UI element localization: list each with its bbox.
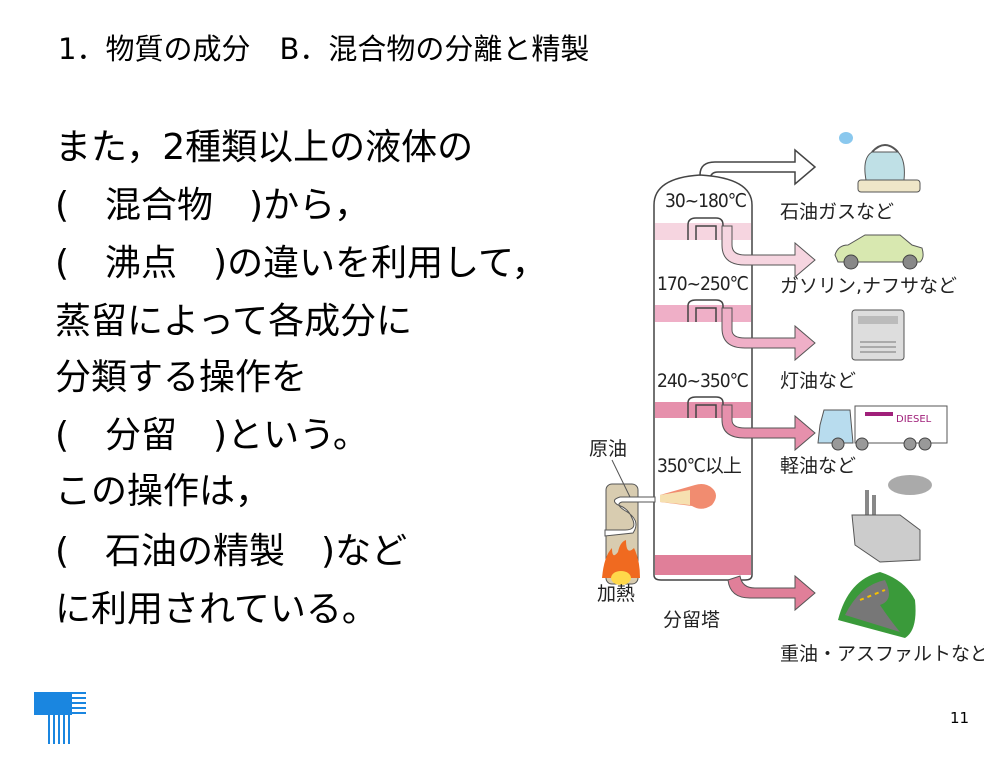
kerosene-arrow: [721, 307, 816, 362]
tower-label: 分留塔: [663, 609, 720, 631]
heavy-oil-arrow: [727, 574, 816, 612]
gasoline-arrow: [721, 225, 816, 279]
product-label: 軽油など: [780, 455, 856, 477]
heating-label: 加熱: [597, 583, 635, 605]
furnace: [602, 459, 656, 585]
product-label: 石油ガスなど: [780, 201, 894, 223]
temp-label: 350℃以上: [657, 455, 742, 477]
distillation-tower: [653, 174, 753, 581]
heater-icon: [851, 309, 905, 361]
temp-label: 240~350℃: [657, 370, 749, 392]
diesel-arrow: [721, 404, 816, 452]
truck-label: DIESEL: [896, 414, 932, 425]
body-line: に利用されている。: [55, 589, 378, 630]
car-icon: [834, 234, 924, 270]
factory-icon: [851, 475, 932, 563]
product-label: ガソリン,ナフサなど: [780, 275, 957, 297]
product-label: 灯油など: [780, 370, 856, 392]
body-line: ( 分留 )という。: [55, 415, 369, 456]
body-line: また，2種類以上の液体の: [55, 127, 474, 168]
road-icon: [838, 572, 916, 638]
temp-label: 30~180℃: [665, 190, 747, 212]
body-line: ( 沸点 )の違いを利用して，: [55, 243, 548, 284]
product-label: 重油・アスファルトなど: [780, 643, 984, 665]
body-line: ( 混合物 )から，: [55, 185, 371, 226]
body-line: ( 石油の精製 )など: [55, 531, 408, 572]
truck-icon: DIESEL: [817, 405, 948, 451]
kettle-icon: [839, 132, 921, 193]
logo-icon: [34, 692, 86, 744]
bottom-band: [655, 555, 751, 575]
body-line: 分類する操作を: [55, 357, 308, 398]
bubble-caps: [687, 217, 724, 418]
body-line: この操作は，: [55, 471, 272, 512]
page-number: 11: [950, 709, 970, 727]
crude-oil-label: 原油: [589, 438, 627, 460]
body-line: 蒸留によって各成分に: [55, 301, 413, 342]
fire-icon: [602, 540, 640, 578]
temp-label: 170~250℃: [657, 273, 749, 295]
slide-title: 1．物質の成分 B．混合物の分離と精製: [58, 32, 590, 66]
